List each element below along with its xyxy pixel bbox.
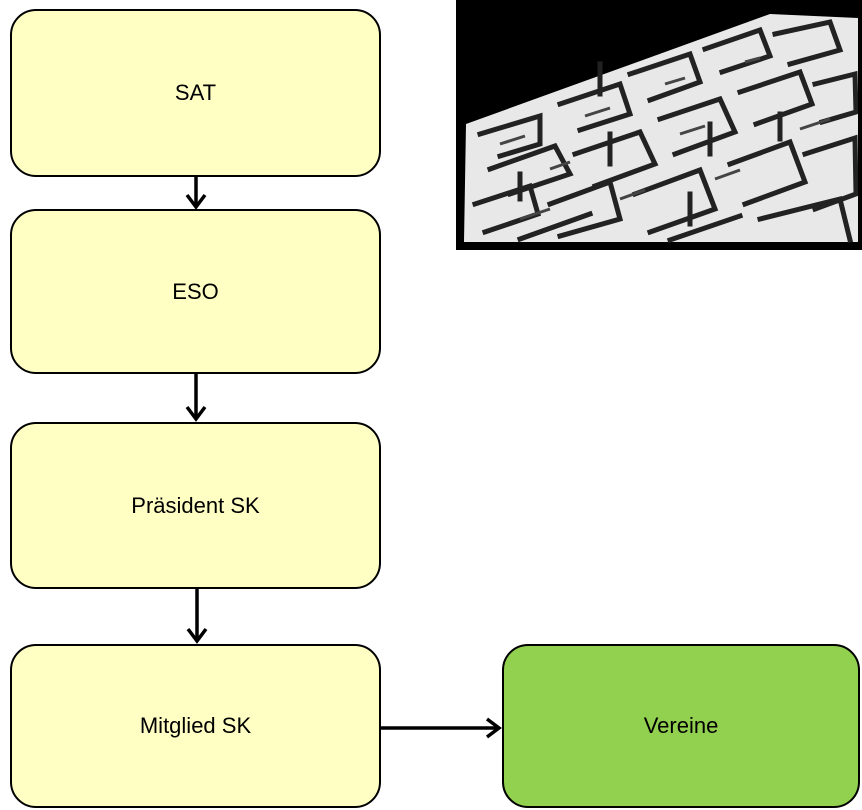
- node-mitglied-sk-label: Mitglied SK: [139, 713, 252, 738]
- maze-icon: [460, 4, 858, 246]
- arrow-mitglied-to-vereine: [381, 717, 502, 739]
- node-vereine-label: Vereine: [643, 713, 719, 738]
- node-sat-label: SAT: [174, 80, 217, 105]
- node-eso: ESO: [10, 209, 381, 374]
- node-sat: SAT: [10, 9, 381, 177]
- node-praesident-sk: Präsident SK: [10, 422, 381, 589]
- maze-image: [456, 0, 862, 250]
- node-praesident-sk-label: Präsident SK: [131, 492, 260, 518]
- node-eso-label: ESO: [172, 278, 219, 304]
- node-mitglied-sk: Mitglied SK: [10, 644, 381, 808]
- node-vereine: Vereine: [502, 644, 860, 808]
- arrow-eso-to-praesident: [185, 374, 207, 422]
- arrow-praesident-to-mitglied: [186, 589, 208, 644]
- arrow-sat-to-eso: [185, 177, 207, 210]
